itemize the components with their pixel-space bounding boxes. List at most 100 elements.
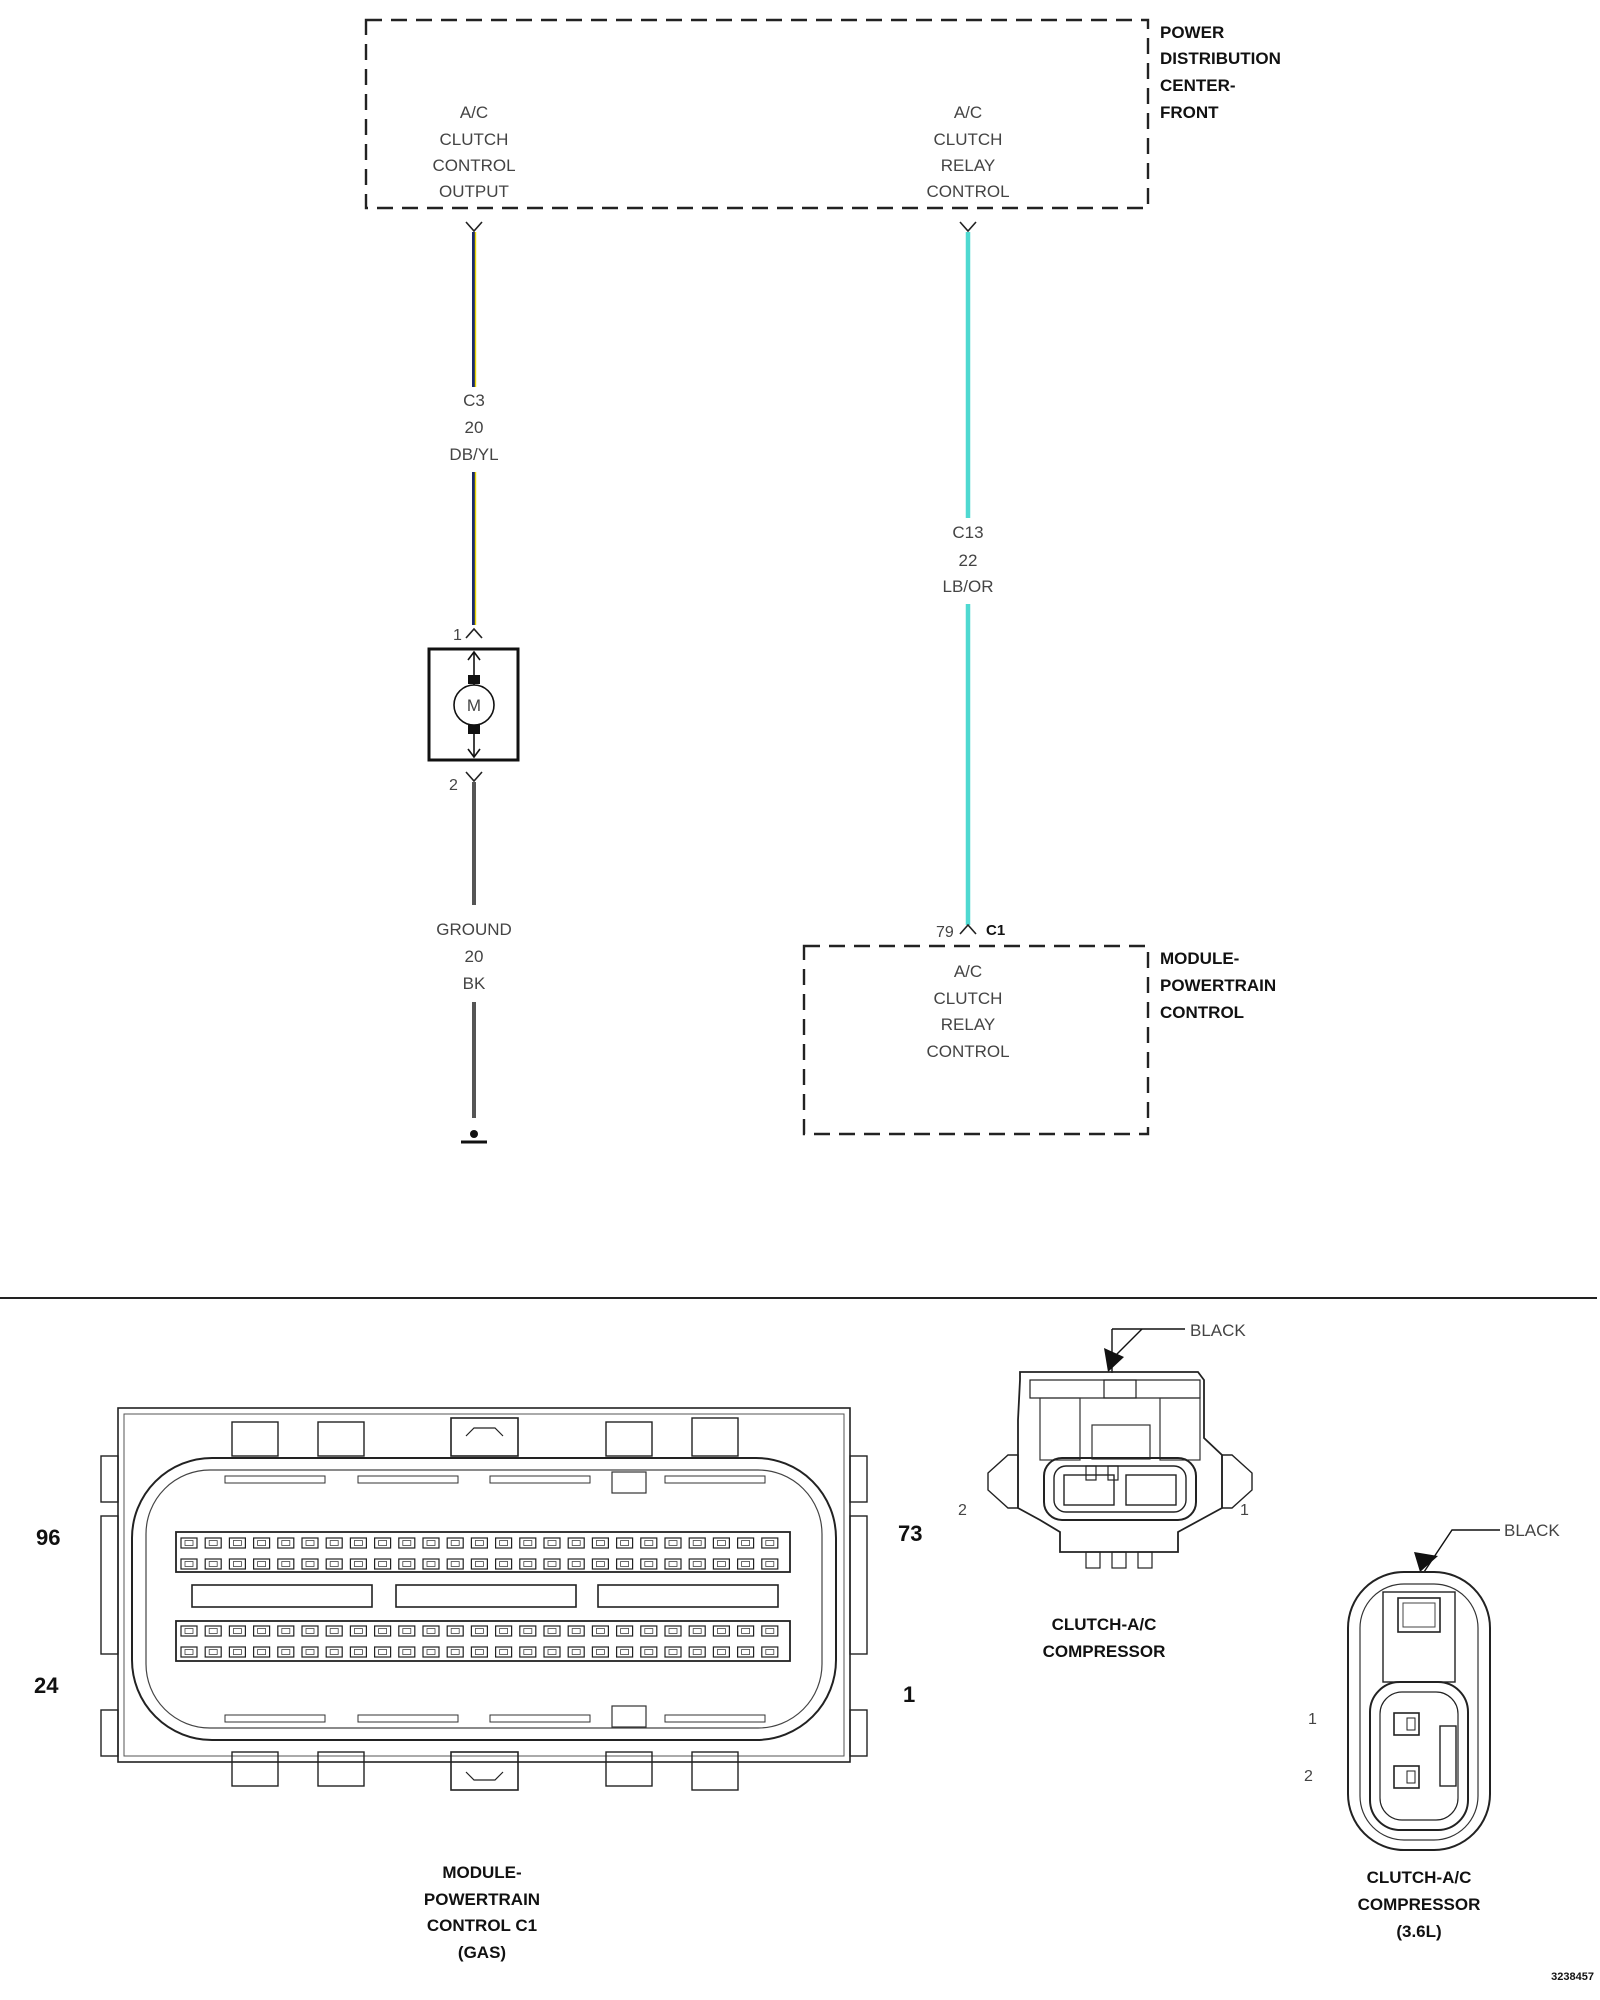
pcm-c1-terminal-pin <box>402 1540 412 1546</box>
pcm-c1-side-tab <box>849 1515 868 1655</box>
pcm-c1-upper-block <box>175 1531 791 1573</box>
clutch-top-latch <box>1103 1379 1137 1399</box>
pcm-c1-latch-detail <box>465 1771 504 1781</box>
motor-pin-2: 2 <box>449 777 458 794</box>
clutch-36-caption-line: COMPRESSOR <box>1358 1895 1481 1914</box>
pcm-c1-latch <box>231 1751 279 1787</box>
pdc-title: POWER DISTRIBUTION CENTER- FRONT <box>1160 23 1281 122</box>
pcm-c1-terminal-cavity <box>349 1558 367 1570</box>
pcm-c1-key <box>489 1475 591 1484</box>
clutch-36-caption-line: (3.6L) <box>1396 1922 1441 1941</box>
pcm-connector-c1: C1 <box>986 922 1005 939</box>
pcm-title-line: MODULE- <box>1160 949 1239 968</box>
pcm-c1-terminal-pin <box>717 1628 726 1634</box>
clutch-pin-2: 2 <box>958 1502 967 1519</box>
clutch-36-color-label: BLACK <box>1504 1521 1560 1540</box>
pcm-c1-terminal-pin <box>717 1540 726 1546</box>
pcm-c1-terminal-pin <box>281 1561 291 1567</box>
pcm-c1-terminal-pin <box>232 1628 242 1634</box>
pcm-c1-terminal-pin <box>499 1540 509 1546</box>
pcm-c1-terminal-cavity <box>543 1558 561 1570</box>
pcm-c1-shell-inner <box>123 1413 845 1757</box>
clutch-bottom-tab <box>1137 1551 1153 1569</box>
pcm-c1-terminal-pin <box>765 1561 775 1567</box>
pcm-c1-terminal-pin <box>305 1540 315 1546</box>
pcm-c1-terminal-pin <box>765 1628 775 1634</box>
pcm-c1-terminal-cavity <box>736 1646 755 1658</box>
pcm-c1-terminal-cavity <box>180 1646 198 1658</box>
pcm-c1-side-tab <box>100 1455 119 1503</box>
pcm-c1-terminal-cavity <box>374 1558 392 1570</box>
clutch-wing-right <box>1221 1454 1253 1509</box>
pcm-c1-terminal-pin <box>353 1649 363 1655</box>
pcm-c1-terminal-pin <box>741 1561 750 1567</box>
pcm-c1-terminal-pin <box>329 1649 339 1655</box>
pcm-c1-terminal-cavity <box>325 1537 343 1549</box>
pcm-c1-pin-1: 1 <box>903 1682 915 1707</box>
pcm-c1-terminal-cavity <box>180 1537 198 1549</box>
pcm-c1-terminal-cavity <box>374 1646 392 1658</box>
pcm-c1-terminal-row <box>180 1537 779 1549</box>
pcm-c1-terminal-cavity <box>470 1646 488 1658</box>
pcm-c1-terminal-cavity <box>543 1646 561 1658</box>
clutch-36-leader-line <box>1423 1529 1500 1573</box>
pcm-c1-terminal-cavity <box>688 1646 706 1658</box>
pcm-c1-terminal-cavity <box>277 1646 295 1658</box>
pcm-c1-terminal-pin <box>474 1561 484 1567</box>
pcm-c1-terminal-pin <box>257 1628 267 1634</box>
pcm-c1-side-tab <box>100 1515 119 1655</box>
pcm-c1-key <box>224 1714 326 1723</box>
pcm-c1-terminal-cavity <box>374 1625 392 1637</box>
pcm-c1-terminal-cavity <box>664 1537 682 1549</box>
clutch-cavity-1 <box>1125 1474 1177 1506</box>
pcm-c1-terminal-pin <box>620 1649 629 1655</box>
pcm-c1-terminal-cavity <box>640 1558 658 1570</box>
clutch-shell <box>1017 1371 1223 1553</box>
clutch-36-latch <box>1382 1591 1456 1683</box>
pcm-c1-terminal-cavity <box>495 1625 513 1637</box>
pcm-c1-terminal-pin <box>426 1649 436 1655</box>
pcm-c1-terminal-pin <box>692 1540 702 1546</box>
pcm-c1-terminal-row <box>180 1646 779 1658</box>
pcm-c1-terminal-pin <box>329 1540 339 1546</box>
pcm-c1-terminal-pin <box>499 1649 509 1655</box>
pcm-c1-terminal-row <box>180 1625 779 1637</box>
pcm-c1-terminal-cavity <box>398 1537 416 1549</box>
pcm-c1-terminal-cavity <box>640 1537 658 1549</box>
pcm-c1-terminal-cavity <box>712 1646 731 1658</box>
pcm-c1-terminal-cavity <box>688 1558 706 1570</box>
pcm-c1-terminal-cavity <box>495 1646 513 1658</box>
pcm-c1-terminal-pin <box>620 1540 629 1546</box>
motor-arrow-down <box>467 748 481 759</box>
pcm-c1-terminal-cavity <box>277 1625 295 1637</box>
pdc-relay-terminal <box>959 221 977 233</box>
clutch-cavity-2 <box>1063 1474 1115 1506</box>
pdc-relay-label: A/C CLUTCH RELAY CONTROL <box>926 103 1009 201</box>
pcm-c1-terminal-pin <box>668 1540 678 1546</box>
pcm-c1-terminal-pin <box>571 1540 581 1546</box>
pcm-c1-terminal-pin <box>208 1649 218 1655</box>
clutch-side-rib <box>1159 1397 1201 1461</box>
pcm-c1-terminal-pin <box>305 1628 315 1634</box>
pcm-c1-caption-line: POWERTRAIN <box>424 1890 540 1909</box>
motor-symbol-label: M <box>467 696 481 715</box>
pcm-c1-terminal-cavity <box>591 1558 610 1570</box>
pdc-relay-line: CONTROL <box>926 182 1009 201</box>
pcm-c1-key <box>664 1475 766 1484</box>
pcm-c1-terminal-cavity <box>398 1646 416 1658</box>
pcm-c1-terminal-cavity <box>470 1558 488 1570</box>
pcm-c1-terminal-cavity <box>422 1558 440 1570</box>
clutch-top-rail <box>1029 1379 1201 1399</box>
pcm-function-line: CONTROL <box>926 1042 1009 1061</box>
pcm-c1-terminal-cavity <box>470 1537 488 1549</box>
pcm-c1-terminal-cavity <box>204 1537 222 1549</box>
pdc-output-line: CONTROL <box>432 156 515 175</box>
pcm-c1-terminal-cavity <box>712 1537 731 1549</box>
wire-c13-gauge: 22 <box>959 551 978 570</box>
clutch-36-cavity-1 <box>1393 1712 1420 1736</box>
clutch-36-cavity-2 <box>1393 1765 1420 1789</box>
pcm-c1-terminal-cavity <box>615 1558 634 1570</box>
pcm-c1-terminal-cavity <box>204 1558 222 1570</box>
pcm-c1-terminal-cavity <box>253 1558 271 1570</box>
pcm-c1-terminal-cavity <box>640 1646 658 1658</box>
